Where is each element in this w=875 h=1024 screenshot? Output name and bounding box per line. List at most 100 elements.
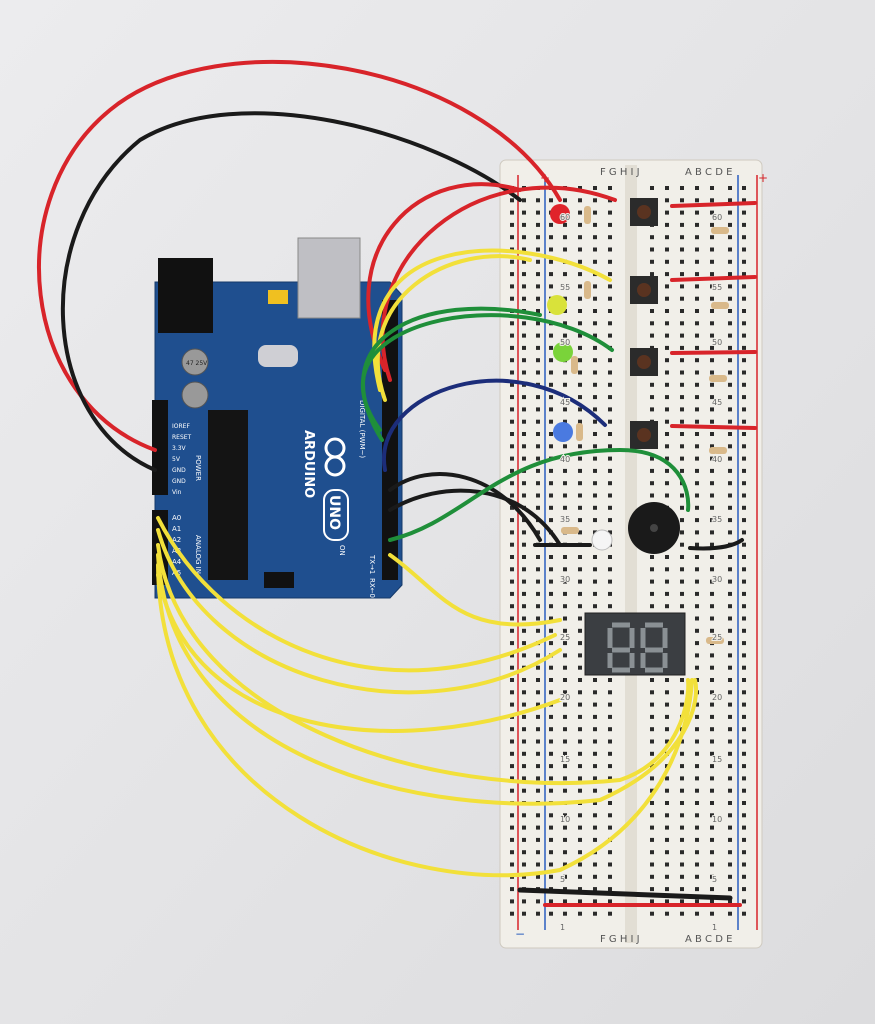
breadboard-hole [522, 222, 526, 227]
breadboard-hole [522, 444, 526, 449]
breadboard-hole [742, 382, 746, 387]
breadboard-hole [695, 370, 699, 375]
breadboard-hole [510, 333, 514, 338]
breadboard-hole [510, 579, 514, 584]
resistor [584, 206, 591, 224]
breadboard-hole [510, 259, 514, 264]
breadboard-hole [578, 296, 582, 301]
breadboard-hole [563, 862, 567, 867]
breadboard-hole [578, 235, 582, 240]
breadboard-hole [695, 862, 699, 867]
breadboard-hole [680, 874, 684, 879]
breadboard-hole [563, 272, 567, 277]
breadboard-hole [710, 911, 714, 916]
breadboard-hole [650, 702, 654, 707]
breadboard-hole [578, 628, 582, 633]
breadboard-hole [680, 887, 684, 892]
breadboard-hole [563, 739, 567, 744]
breadboard-hole [563, 370, 567, 375]
breadboard-hole [710, 272, 714, 277]
wires [37, 60, 757, 907]
breadboard-hole [536, 604, 540, 609]
breadboard-hole [522, 714, 526, 719]
breadboard-hole [563, 333, 567, 338]
breadboard-hole [563, 825, 567, 830]
breadboard-hole [695, 198, 699, 203]
breadboard-hole [536, 616, 540, 621]
breadboard-hole [742, 468, 746, 473]
breadboard-hole [510, 284, 514, 289]
breadboard-hole [710, 309, 714, 313]
breadboard-hole [563, 850, 567, 855]
breadboard-hole [549, 370, 553, 375]
breadboard-hole [510, 616, 514, 621]
breadboard-hole [695, 358, 699, 363]
breadboard-hole [608, 395, 612, 400]
breadboard-hole [563, 247, 567, 252]
breadboard-hole [522, 493, 526, 498]
breadboard-hole [665, 321, 669, 326]
seven-segment-digits [607, 622, 668, 673]
breadboard-hole [695, 432, 699, 436]
breadboard-hole [536, 456, 540, 461]
breadboard-hole [665, 604, 669, 609]
breadboard-hole [665, 899, 669, 904]
power-pin-label: IOREF [172, 423, 190, 430]
breadboard-hole [522, 370, 526, 375]
row-number: 35 [560, 515, 570, 524]
breadboard-hole [536, 370, 540, 375]
breadboard-hole [510, 751, 514, 756]
breadboard-hole [536, 665, 540, 670]
breadboard-hole [665, 370, 669, 375]
breadboard-hole [710, 542, 714, 547]
breadboard-hole [695, 751, 699, 756]
breadboard-hole [522, 530, 526, 535]
breadboard-hole [593, 727, 597, 732]
breadboard-hole [710, 370, 714, 375]
breadboard-hole [563, 222, 567, 227]
breadboard-hole [522, 616, 526, 621]
breadboard-hole [608, 518, 612, 523]
breadboard-hole [665, 444, 669, 449]
breadboard-hole [695, 727, 699, 732]
breadboard-hole [563, 813, 567, 818]
breadboard-hole [742, 481, 746, 486]
breadboard-hole [728, 764, 732, 769]
breadboard-hole [728, 296, 732, 301]
breadboard-hole [680, 333, 684, 338]
breadboard-hole [578, 222, 582, 227]
breadboard-hole [710, 665, 714, 670]
breadboard-hole [536, 555, 540, 559]
breadboard-hole [593, 604, 597, 609]
breadboard-hole [563, 493, 567, 498]
breadboard-hole [549, 776, 553, 781]
breadboard-hole [563, 727, 567, 732]
breadboard-hole [510, 370, 514, 375]
breadboard-hole [680, 899, 684, 904]
breadboard-hole [608, 739, 612, 744]
breadboard-hole [510, 567, 514, 572]
breadboard-hole [742, 272, 746, 277]
breadboard-hole [578, 641, 582, 646]
breadboard-hole [710, 825, 714, 830]
breadboard-hole [650, 481, 654, 486]
breadboard-hole [536, 432, 540, 436]
breadboard-hole [608, 259, 612, 264]
row-number: 40 [712, 455, 722, 464]
breadboard-hole [695, 887, 699, 892]
breadboard-hole [593, 370, 597, 375]
breadboard-hole [695, 825, 699, 830]
breadboard-hole [742, 801, 746, 805]
row-number: 25 [560, 633, 570, 642]
breadboard-hole [650, 862, 654, 867]
breadboard-hole [680, 813, 684, 818]
breadboard-hole [608, 456, 612, 461]
breadboard-hole [593, 690, 597, 695]
breadboard-hole [593, 247, 597, 252]
breadboard-hole [578, 714, 582, 719]
breadboard-hole [742, 198, 746, 203]
breadboard-hole [608, 776, 612, 781]
breadboard-hole [742, 186, 746, 190]
uno-label: UNO [326, 495, 342, 530]
breadboard-hole [710, 727, 714, 732]
